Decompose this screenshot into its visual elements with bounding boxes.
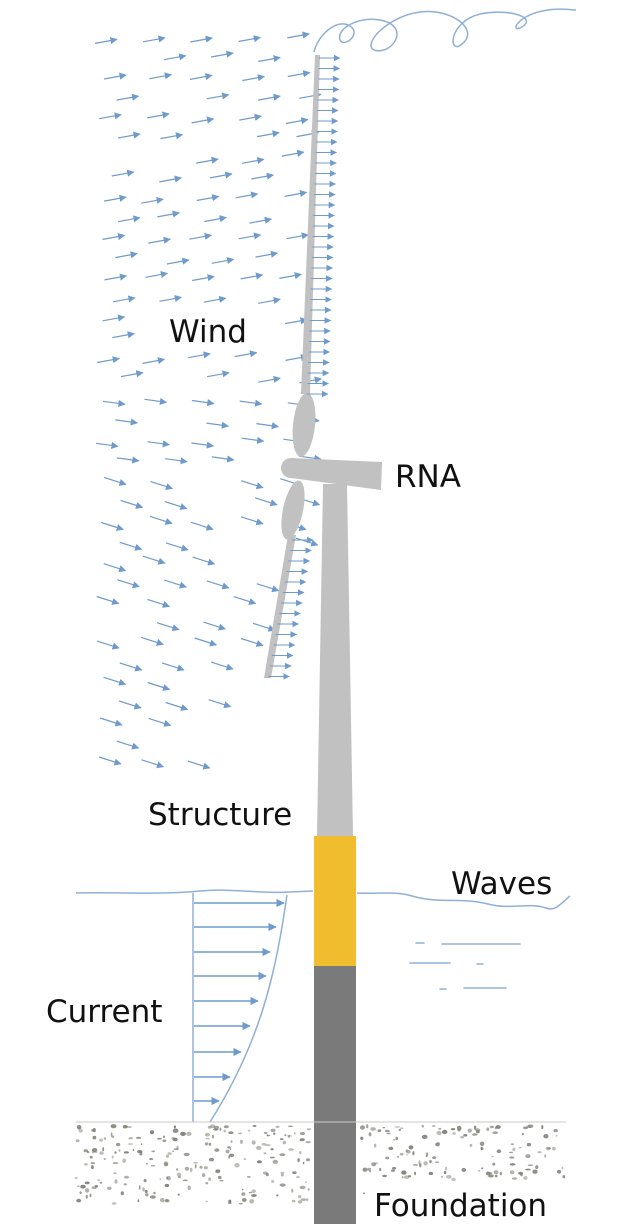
waves-label: Waves	[451, 866, 552, 902]
blade-load-arrows-icon	[268, 54, 341, 680]
foundation-label: Foundation	[374, 1188, 547, 1224]
rna-label: RNA	[395, 459, 461, 495]
water-surface-line	[75, 889, 571, 910]
current-label: Current	[46, 994, 162, 1030]
wave-ripples-icon	[409, 942, 521, 990]
rotor-nacelle-assembly	[281, 458, 382, 490]
wind-label: Wind	[169, 314, 247, 350]
structure-label: Structure	[148, 797, 292, 833]
transition-piece	[314, 836, 356, 966]
turbine-tower	[317, 484, 353, 836]
current-profile-icon	[192, 893, 288, 1123]
gravel-seabed-icon	[74, 1121, 566, 1205]
turbine-blades	[264, 55, 320, 678]
wind-arrows-icon	[94, 31, 322, 770]
wind-turbulence-spiral-icon	[313, 8, 577, 53]
monopile	[314, 966, 356, 1224]
